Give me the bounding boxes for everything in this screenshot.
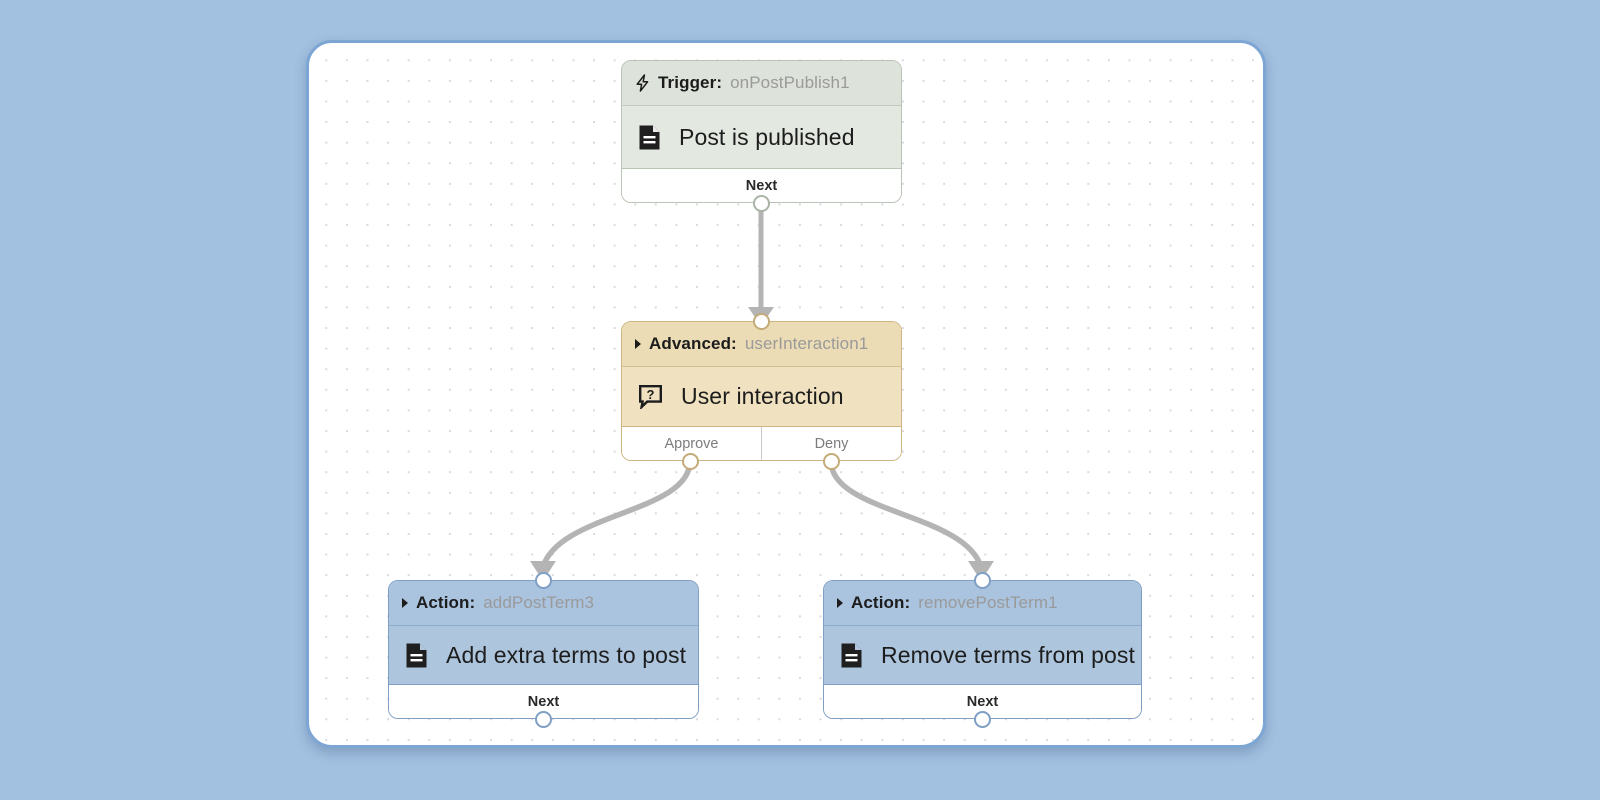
node-id-label: userInteraction1	[744, 334, 869, 353]
node-kind-label: Action:	[851, 593, 911, 612]
node-id-label: removePostTerm1	[918, 593, 1058, 612]
node-body[interactable]: Add extra terms to post	[389, 626, 698, 684]
node-kind-label: Advanced:	[649, 334, 737, 353]
question-speech-bubble-icon: ?	[639, 385, 662, 409]
node-header[interactable]: Trigger: onPostPublish1	[622, 61, 901, 106]
document-icon	[639, 125, 660, 149]
play-triangle-icon	[837, 598, 843, 608]
node-kind-label: Trigger:	[658, 73, 723, 92]
node-id-label: onPostPublish1	[730, 73, 850, 92]
workflow-canvas[interactable]: Trigger: onPostPublish1 Post is publishe…	[306, 40, 1266, 748]
play-triangle-icon	[635, 339, 641, 349]
port-next[interactable]	[974, 710, 991, 728]
port-next[interactable]	[535, 710, 552, 728]
port-in[interactable]	[535, 571, 552, 589]
document-icon	[406, 643, 427, 667]
node-title: Remove terms from post	[881, 641, 1135, 668]
node-action-add-post-term[interactable]: Action: addPostTerm3 Add extra terms to …	[388, 571, 699, 728]
port-next-label[interactable]: Next	[966, 693, 999, 710]
port-approve-label[interactable]: Approve	[664, 435, 719, 452]
play-triangle-icon	[402, 598, 408, 608]
port-deny-label[interactable]: Deny	[761, 427, 901, 460]
node-body[interactable]: Post is published	[622, 106, 901, 168]
node-trigger[interactable]: Trigger: onPostPublish1 Post is publishe…	[621, 60, 902, 212]
node-body[interactable]: Remove terms from post	[824, 626, 1141, 684]
node-header[interactable]: Advanced: userInteraction1	[622, 322, 901, 367]
node-footer: Next	[824, 684, 1141, 718]
port-in[interactable]	[753, 312, 770, 330]
edge-trigger-to-advanced	[748, 203, 774, 326]
node-id-label: addPostTerm3	[483, 593, 595, 612]
node-header[interactable]: Action: addPostTerm3	[389, 581, 698, 626]
edge-approve-to-add	[530, 458, 693, 581]
node-advanced[interactable]: Advanced: userInteraction1 ? User intera…	[621, 312, 902, 470]
node-body[interactable]: ? User interaction	[622, 367, 901, 426]
svg-text:?: ?	[647, 387, 655, 402]
node-title: Add extra terms to post	[446, 641, 687, 668]
port-next-label[interactable]: Next	[527, 693, 560, 710]
port-deny[interactable]	[823, 452, 840, 470]
port-in[interactable]	[974, 571, 991, 589]
port-next-label[interactable]: Next	[745, 177, 778, 194]
port-approve[interactable]	[682, 452, 699, 470]
node-kind-label: Action:	[416, 593, 476, 612]
node-header[interactable]: Action: removePostTerm1	[824, 581, 1141, 626]
node-title: User interaction	[681, 383, 844, 409]
lightning-bolt-icon	[636, 74, 649, 92]
node-footer: Approve Deny	[622, 426, 901, 460]
port-next[interactable]	[753, 194, 770, 212]
document-icon	[841, 643, 862, 667]
edge-deny-to-remove	[828, 458, 994, 581]
node-action-remove-post-term[interactable]: Action: removePostTerm1 Remove terms fro…	[823, 571, 1142, 728]
node-title: Post is published	[679, 123, 855, 150]
